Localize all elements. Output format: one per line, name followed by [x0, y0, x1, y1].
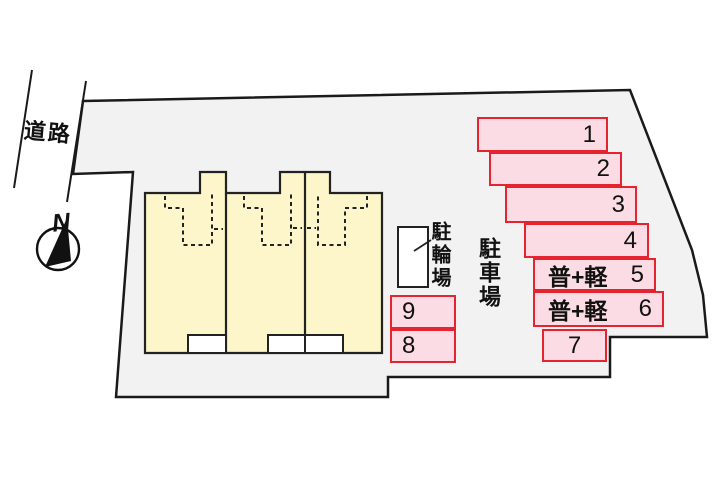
road-edge-outer-line	[13, 69, 33, 189]
parking-stall-5: 普+軽 5	[533, 258, 656, 291]
stall-number: 8	[402, 332, 416, 359]
building-entrance	[304, 334, 344, 354]
stall-number: 2	[596, 155, 610, 182]
bicycle-parking-leader-line	[413, 239, 432, 252]
building-entrance	[187, 334, 227, 354]
compass-needle	[45, 218, 71, 267]
parking-stall-2: 2	[489, 152, 622, 186]
stall-number: 9	[402, 298, 416, 325]
parking-stall-1: 1	[477, 117, 608, 152]
building	[143, 170, 384, 355]
stall-number: 1	[582, 120, 596, 148]
parking-lot-label: 駐車場	[476, 237, 501, 309]
building-entrance	[267, 334, 306, 354]
stall-type-label: 普+軽	[548, 298, 608, 324]
parking-stall-8: 8	[390, 329, 456, 363]
stair-outline	[164, 194, 368, 246]
stall-number: 5	[630, 260, 644, 288]
stall-type-label: 普+軽	[548, 263, 608, 290]
stall-number: 4	[623, 226, 637, 254]
north-label: N	[51, 208, 73, 238]
parking-stall-6: 普+軽 6	[533, 291, 664, 327]
compass: N	[35, 208, 81, 272]
parking-stall-7: 7	[542, 329, 607, 362]
stall-number: 6	[638, 295, 652, 322]
bicycle-parking-box	[397, 226, 429, 288]
bicycle-parking-label: 駐輪場	[428, 221, 450, 290]
parking-stall-9: 9	[390, 295, 456, 329]
road-label: 道路	[22, 117, 73, 148]
road-edge-inner-line	[66, 80, 87, 203]
stall-number: 3	[611, 190, 625, 218]
parking-stall-4: 4	[524, 223, 649, 258]
stall-number: 7	[567, 331, 582, 359]
parking-stall-3: 3	[505, 186, 637, 223]
